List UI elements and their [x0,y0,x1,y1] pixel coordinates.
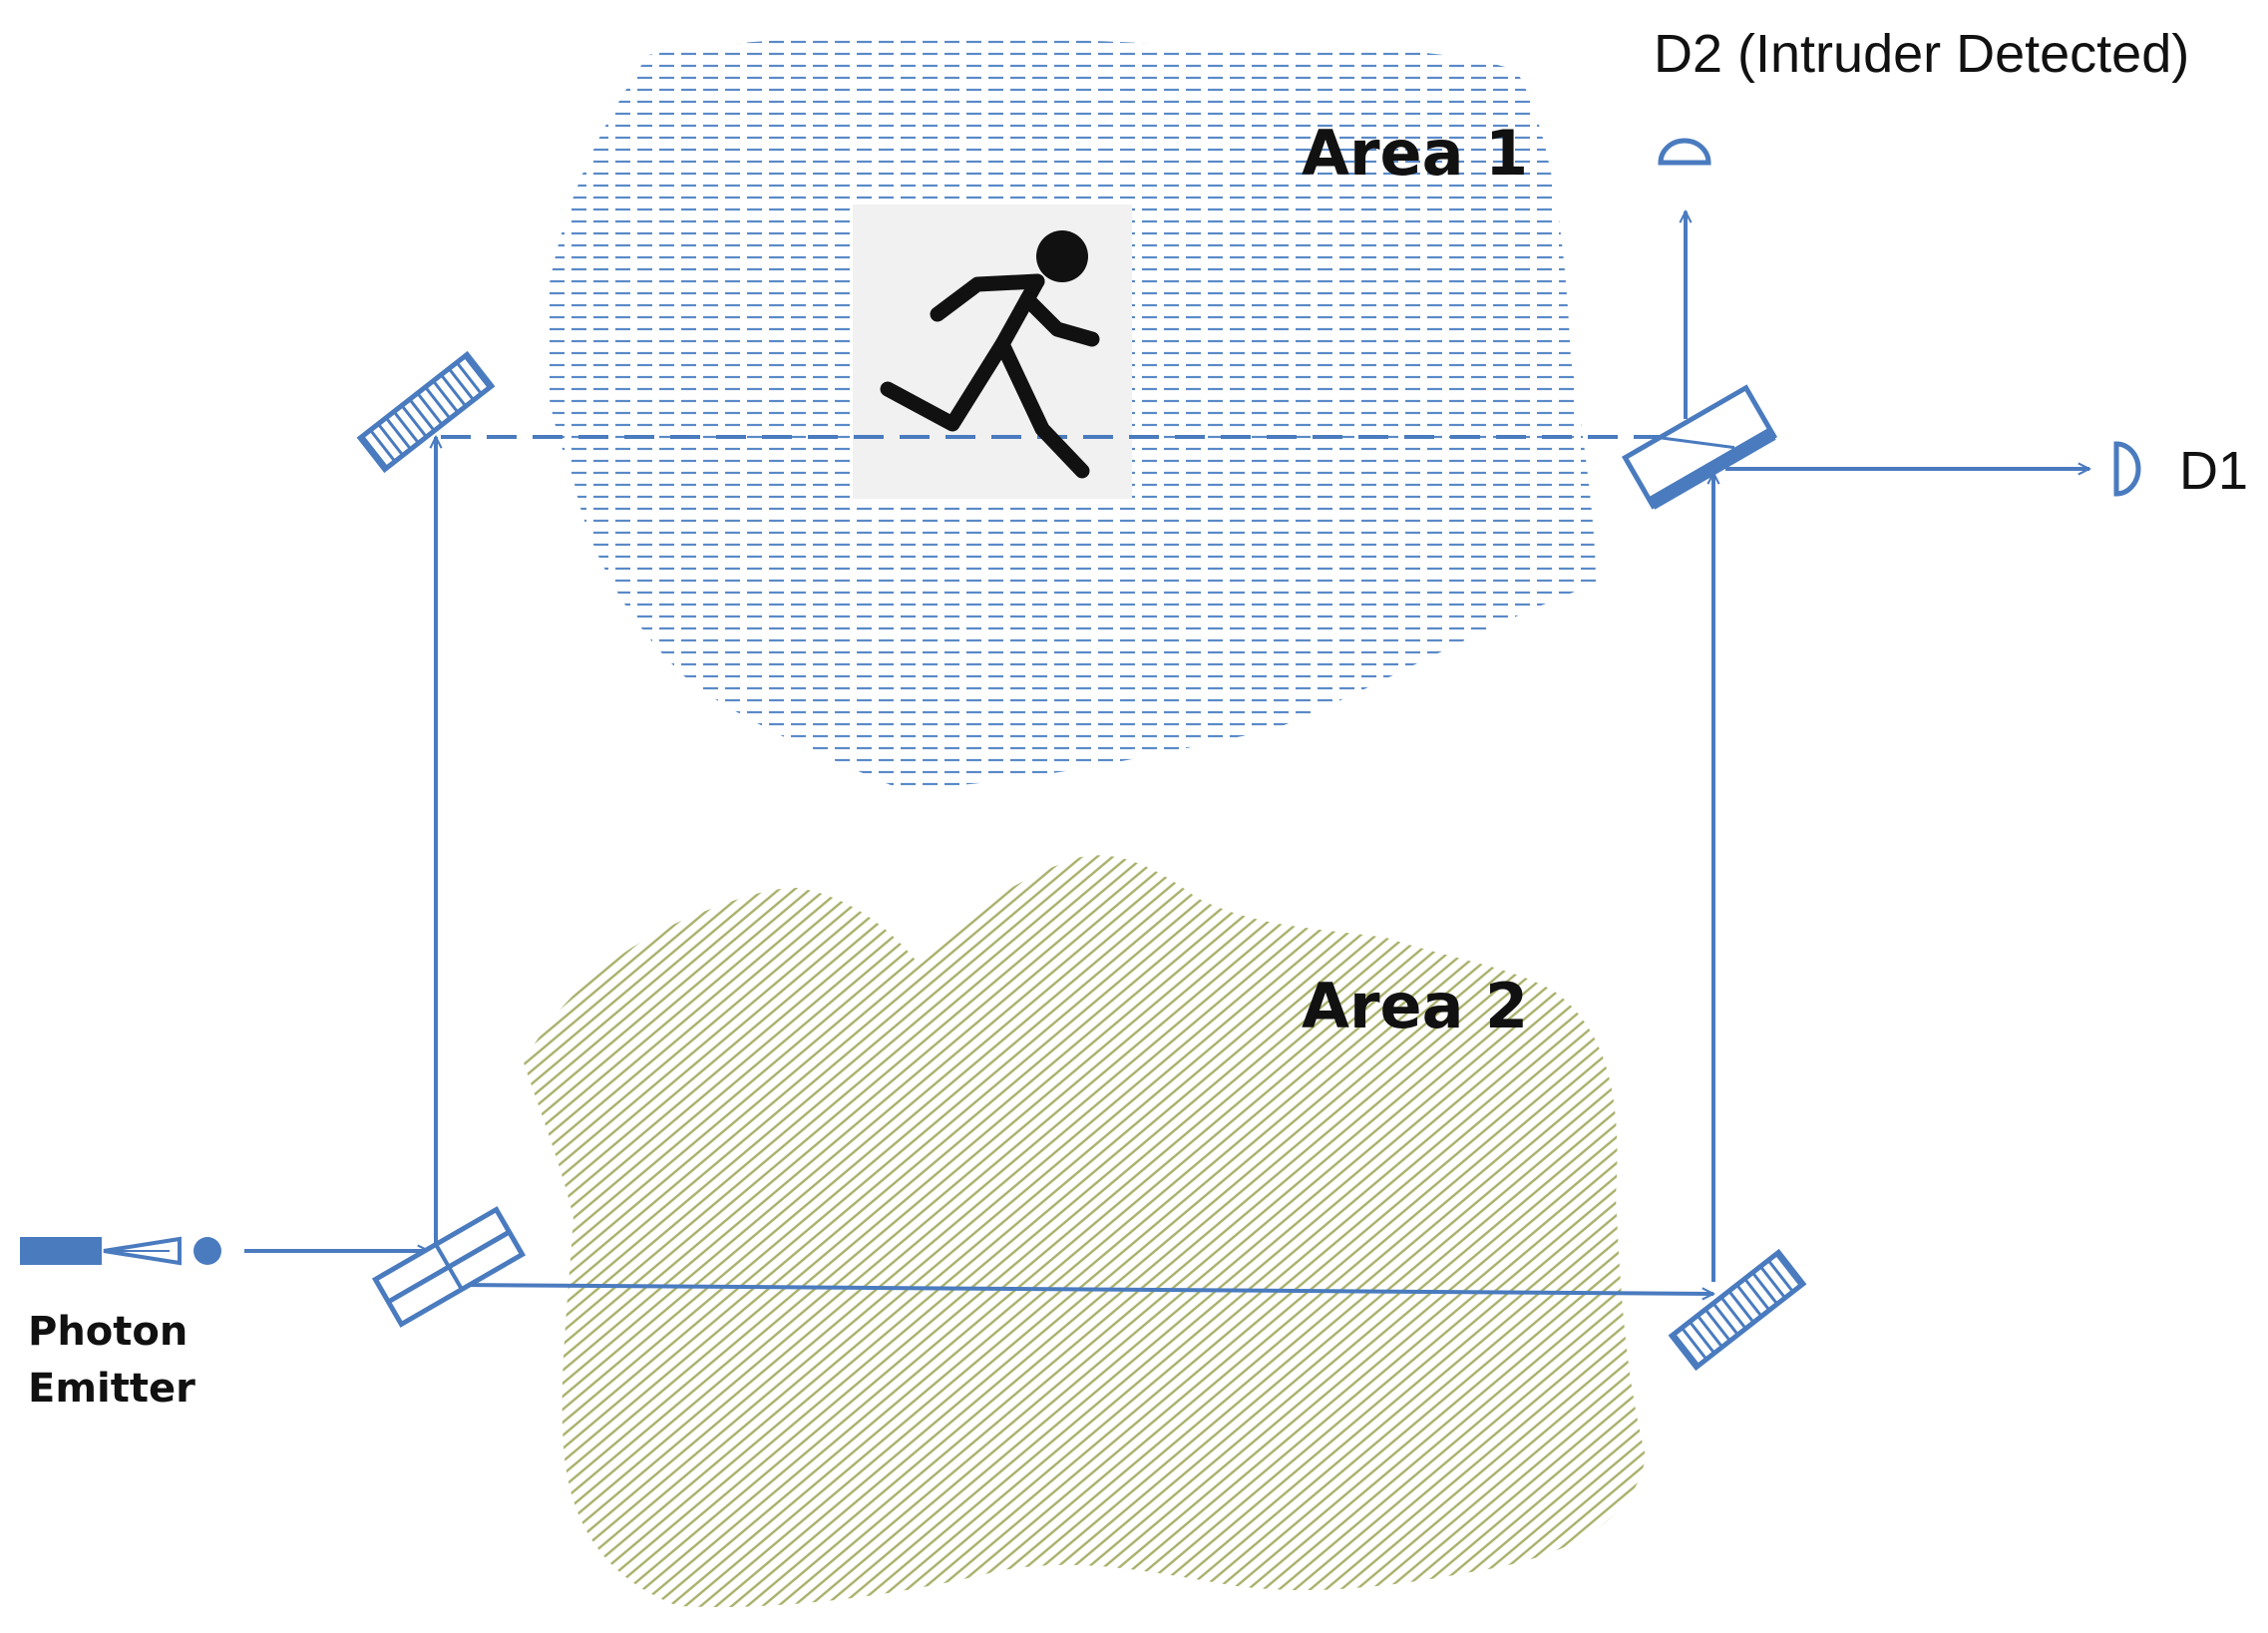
beam-bottom-horizontal [458,1283,1713,1294]
mirror-top-left [356,350,496,474]
beam-splitter-bottom-left [371,1206,527,1328]
d2-detector-icon [1658,138,1711,166]
d2-label: D2 (Intruder Detected) [1654,24,2189,84]
d1-detector-icon [2113,441,2141,497]
emitter-label-line2: Emitter [28,1366,195,1412]
area-2-label: Area 2 [1302,970,1528,1042]
running-person-icon [880,230,1100,479]
mirror-bottom-right [1668,1248,1807,1372]
photon-emitter-icon [20,1236,221,1266]
beam-splitter-top-right [1621,384,1778,510]
d1-label: D1 [2179,441,2248,501]
beam-paths [244,211,2089,1294]
emitter-label-line1: Photon [28,1309,188,1355]
area-1-label: Area 1 [1302,117,1528,190]
area-2-region [524,855,1646,1607]
